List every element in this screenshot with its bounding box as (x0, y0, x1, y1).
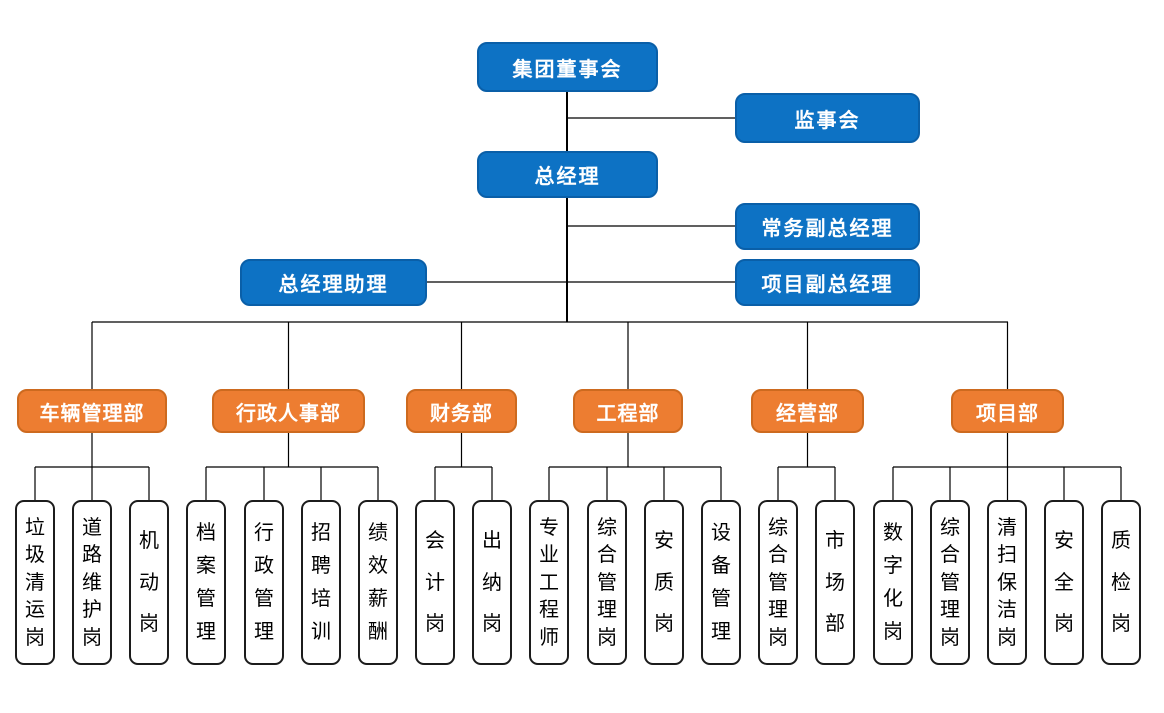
dept-vehicle-management-node: 车辆管理部 (17, 389, 167, 433)
general-manager-node: 总经理 (477, 151, 658, 198)
executive-branch-lines (427, 117, 735, 283)
dept-finance-node: 财务部 (406, 389, 517, 433)
position-node: 清扫保洁岗 (987, 500, 1027, 665)
position-node: 机动岗 (129, 500, 169, 665)
dept-hr-admin-node: 行政人事部 (212, 389, 365, 433)
position-node: 综合管理岗 (758, 500, 798, 665)
department-distribution-lines (91, 321, 1009, 389)
gm-assistant-node: 总经理助理 (240, 259, 427, 306)
position-node: 绩效薪酬 (358, 500, 398, 665)
position-node: 综合管理岗 (587, 500, 627, 665)
position-node: 会计岗 (415, 500, 455, 665)
project-deputy-gm-node: 项目副总经理 (735, 259, 920, 306)
position-node: 行政管理 (244, 500, 284, 665)
board-of-directors-node: 集团董事会 (477, 42, 658, 92)
supervisory-board-node: 监事会 (735, 93, 920, 143)
position-node: 综合管理岗 (930, 500, 970, 665)
position-node: 出纳岗 (472, 500, 512, 665)
position-node: 专业工程师 (529, 500, 569, 665)
dept-operations-node: 经营部 (751, 389, 864, 433)
position-node: 道路维护岗 (72, 500, 112, 665)
dept-project-node: 项目部 (951, 389, 1064, 433)
dept-engineering-node: 工程部 (573, 389, 683, 433)
position-node: 质检岗 (1101, 500, 1141, 665)
position-node: 档案管理 (186, 500, 226, 665)
position-connector-lines (34, 433, 1122, 500)
position-node: 设备管理 (701, 500, 741, 665)
position-node: 市场部 (815, 500, 855, 665)
executive-deputy-gm-node: 常务副总经理 (735, 203, 920, 250)
position-node: 安全岗 (1044, 500, 1084, 665)
position-node: 垃圾清运岗 (15, 500, 55, 665)
position-node: 招聘培训 (301, 500, 341, 665)
position-node: 安质岗 (644, 500, 684, 665)
position-node: 数字化岗 (873, 500, 913, 665)
